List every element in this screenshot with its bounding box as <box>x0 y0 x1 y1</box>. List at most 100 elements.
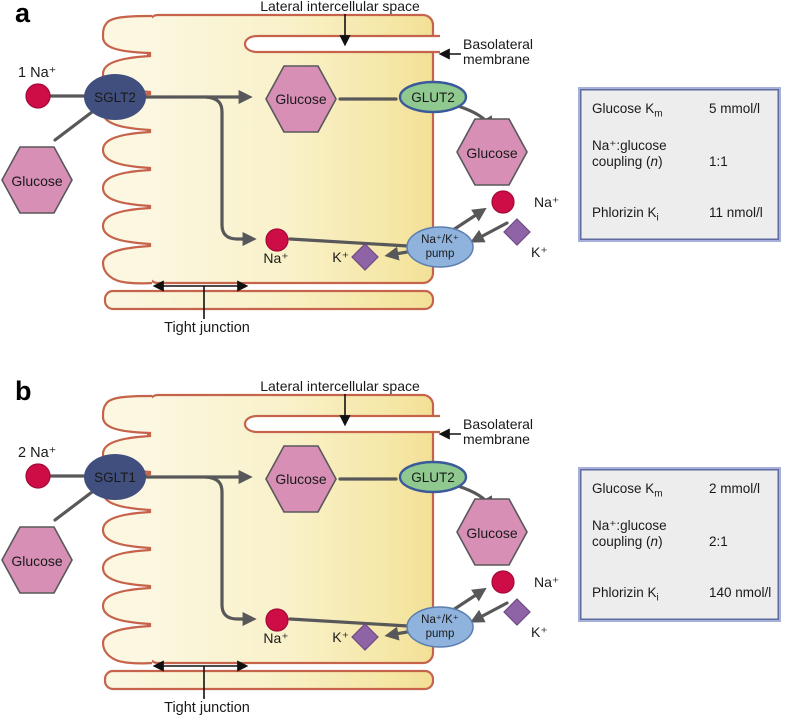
glut2-label: GLUT2 <box>411 90 455 105</box>
glucose-to-sglt-line <box>53 107 98 142</box>
pump-na-out-arrow <box>451 587 487 612</box>
row-label-sub: i <box>656 212 659 224</box>
pump-label-line2: pump <box>426 628 455 640</box>
lateral-intercellular-space-slot <box>243 414 440 434</box>
sglt-transporter <box>84 454 146 500</box>
glut2-transporter <box>398 80 468 114</box>
row-value: 11 nmol/l <box>709 205 763 220</box>
sodium-ion-outside <box>491 570 515 594</box>
na-count-label: 2 Na⁺ <box>18 445 56 461</box>
na-count-label: 1 Na⁺ <box>18 65 56 81</box>
row-label-line2: coupling (n) <box>592 154 663 169</box>
potassium-ion-inside <box>351 243 379 271</box>
sodium-potassium-pump <box>406 226 474 268</box>
glucose-hexagon-outside-right <box>456 118 528 186</box>
pump-na-out-arrow <box>451 207 487 232</box>
sglt-label: SGLT2 <box>94 90 136 105</box>
glucose-hexagon-outside-left <box>1 146 73 214</box>
basolateral-label-line2: membrane <box>463 51 530 67</box>
sodium-ion-left <box>25 463 51 489</box>
panel-a-letter: a <box>15 0 31 28</box>
glucose-hexagon-outside-right <box>456 498 528 566</box>
row-label: Phlorizin K <box>592 205 657 220</box>
sodium-potassium-pump <box>406 606 474 648</box>
row-value: 2 mmol/l <box>709 481 761 496</box>
k-inner-label: K⁺ <box>332 629 349 645</box>
italic-n: n <box>650 534 659 549</box>
glucose-hexagon-inside <box>265 445 337 513</box>
sglt-transporter <box>84 74 146 120</box>
basolateral-label-line1: Basolateral <box>463 416 533 432</box>
row-label-line2: coupling (n) <box>592 534 663 549</box>
kinetics-infobox-a: Glucose Km 5 mmol/l Na⁺:glucose coupling… <box>578 87 781 242</box>
row-label: Glucose K <box>592 481 655 496</box>
row-label-line1: Na⁺:glucose <box>592 518 667 533</box>
kinetics-infobox-b: Glucose Km 2 mmol/l Na⁺:glucose coupling… <box>578 467 781 622</box>
row-label: Phlorizin K <box>592 585 657 600</box>
glucose-hexagon-outside-left <box>1 526 73 594</box>
na-outer-label: Na⁺ <box>534 574 559 590</box>
flow-arrows <box>48 469 509 641</box>
na-to-pump-line <box>288 237 410 248</box>
na-inner-label: Na⁺ <box>263 630 288 646</box>
tight-junction-label: Tight junction <box>164 700 250 716</box>
pump-label-line2: pump <box>426 248 455 260</box>
sglt-label: SGLT1 <box>94 470 136 485</box>
pump-k-in-arrow <box>384 246 409 261</box>
na-outer-label: Na⁺ <box>534 194 559 210</box>
glucose-left-label: Glucose <box>11 553 63 569</box>
glut2-transporter <box>398 460 468 494</box>
potassium-ion-inside <box>351 623 379 651</box>
row-label: Glucose K <box>592 101 655 116</box>
neighbour-cell-strip <box>103 669 435 691</box>
pump-label-line1: Na⁺/K⁺ <box>421 614 459 626</box>
row-label-sub: i <box>656 592 659 604</box>
italic-n: n <box>650 154 659 169</box>
annotation-arrows <box>152 394 461 699</box>
panel-b-letter: b <box>15 376 32 406</box>
flow-arrows <box>48 89 509 261</box>
sodium-ion-outside <box>491 190 515 214</box>
potassium-ion-outside <box>503 598 531 626</box>
infobox-row-glucose-km: Glucose Km 2 mmol/l <box>592 481 773 500</box>
glucose-outer-label: Glucose <box>466 145 518 161</box>
k-outer-label: K⁺ <box>531 244 548 260</box>
annotation-arrows <box>152 14 461 319</box>
row-label-line1: Na⁺:glucose <box>592 138 667 153</box>
brush-border-membrane <box>101 14 153 285</box>
lateral-space-label: Lateral intercellular space <box>260 0 420 14</box>
row-value: 140 nmol/l <box>709 585 772 600</box>
sglt-to-na-branch-arrow <box>204 95 257 247</box>
infobox-row-coupling: Na⁺:glucose coupling (n) 1:1 <box>592 138 773 170</box>
infobox-row-phlorizin-ki: Phlorizin Ki 11 nmol/l <box>592 205 773 224</box>
infobox-row-coupling: Na⁺:glucose coupling (n) 2:1 <box>592 518 773 550</box>
row-value: 2:1 <box>709 534 728 549</box>
glucose-inner-label: Glucose <box>275 471 327 487</box>
glucose-to-sglt-line <box>53 487 98 522</box>
panel-a-diagram: 1 Na⁺ SGLT2 Glucose Lateral intercellula… <box>1 0 559 336</box>
glucose-hexagon-inside <box>265 65 337 133</box>
k-into-pump-arrow <box>470 221 509 243</box>
k-into-pump-arrow <box>470 601 509 623</box>
infobox-row-phlorizin-ki: Phlorizin Ki 140 nmol/l <box>592 585 773 604</box>
row-value: 1:1 <box>709 154 728 169</box>
potassium-ion-outside <box>503 218 531 246</box>
glucose-inner-label: Glucose <box>275 91 327 107</box>
brush-border-membrane <box>101 394 153 665</box>
lateral-space-label: Lateral intercellular space <box>260 380 420 394</box>
na-to-pump-line <box>288 617 410 628</box>
sodium-ion-left <box>25 83 51 109</box>
row-label-sub: m <box>654 108 663 120</box>
na-inner-label: Na⁺ <box>263 250 288 266</box>
panel-b-diagram: 2 Na⁺ SGLT1 Glucose Lateral intercellula… <box>1 380 559 716</box>
sglt-to-na-branch-arrow <box>204 475 257 627</box>
k-inner-label: K⁺ <box>332 249 349 265</box>
epithelial-cell-body <box>146 13 435 285</box>
basolateral-label-line2: membrane <box>463 431 530 447</box>
lateral-intercellular-space-slot <box>243 34 440 54</box>
epithelial-cell-body <box>146 393 435 665</box>
sodium-ion-inside <box>265 608 289 632</box>
row-label-sub: m <box>654 488 663 500</box>
k-outer-label: K⁺ <box>531 624 548 640</box>
